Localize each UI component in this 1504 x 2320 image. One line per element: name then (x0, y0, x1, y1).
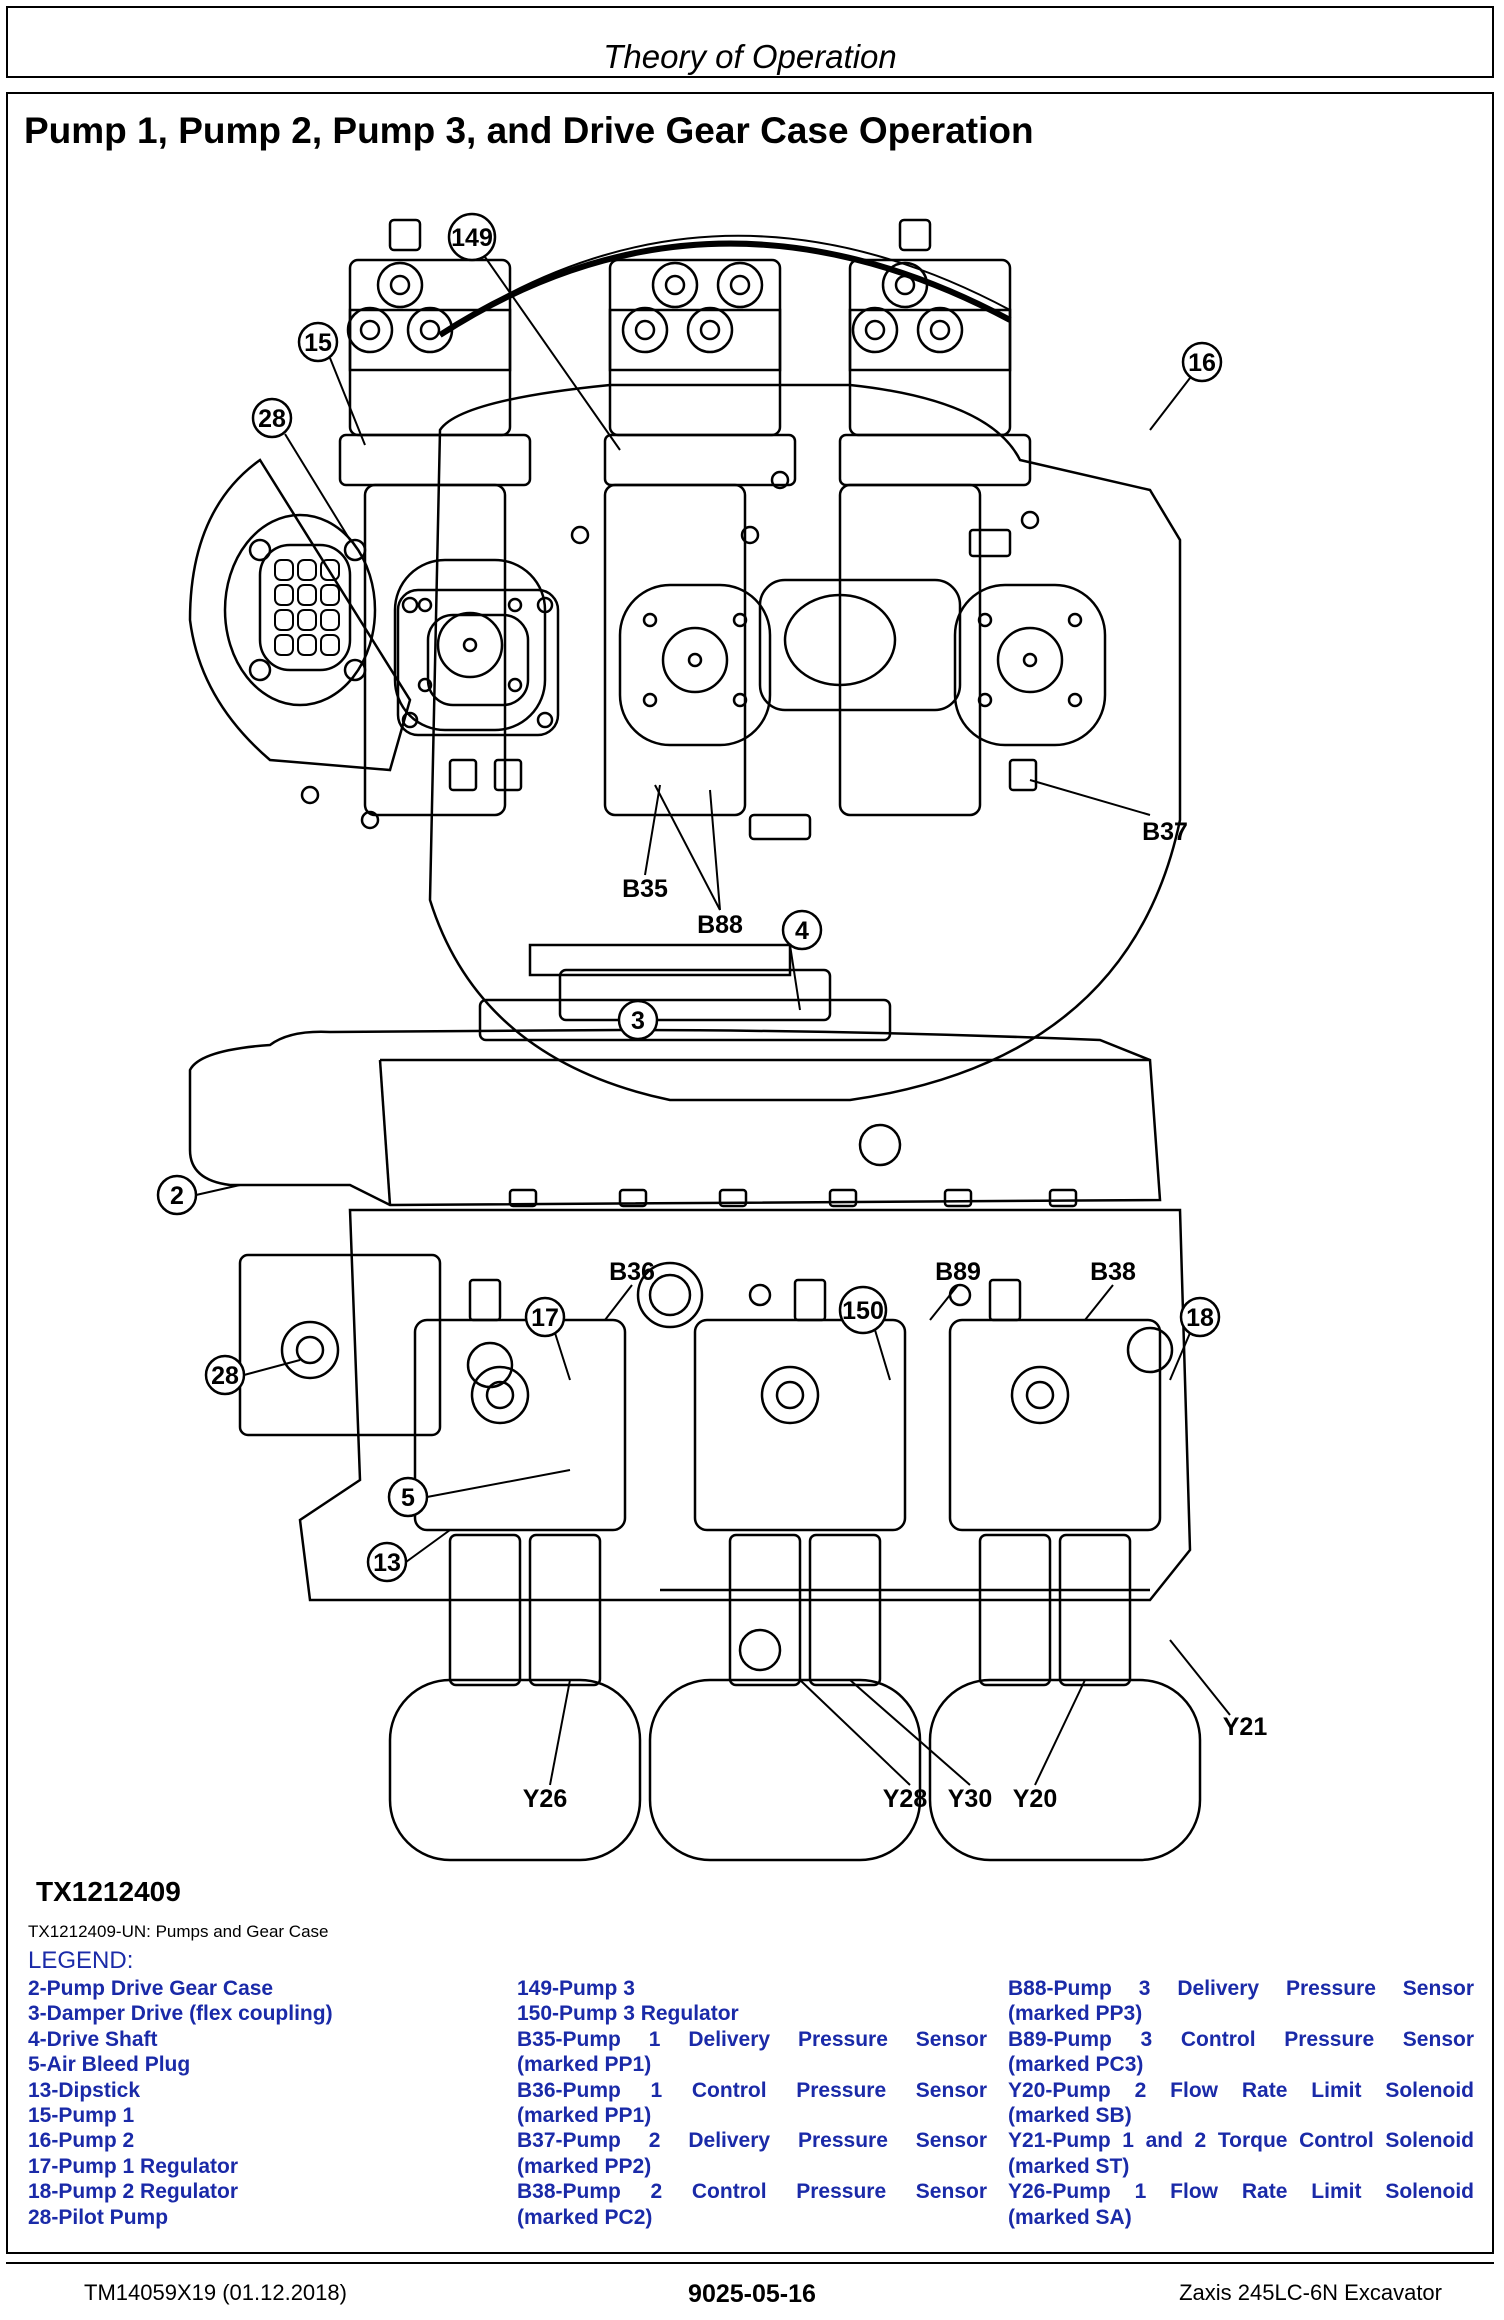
callout-y30: Y30 (948, 1785, 992, 1813)
callout-y28: Y28 (883, 1785, 928, 1813)
callout-b89: B89 (935, 1258, 981, 1286)
callout-15: 15 (304, 329, 332, 357)
content-frame (6, 92, 1494, 2254)
footer-rule (6, 2262, 1494, 2264)
figure-id: TX1212409 (36, 1876, 181, 1907)
legend-title: LEGEND: (28, 1947, 134, 1974)
callout-y20: Y20 (1013, 1785, 1057, 1813)
callout-b37: B37 (1142, 818, 1188, 846)
header-box: Theory of Operation (6, 6, 1494, 78)
legend-item: B88-Pump 3 Delivery Pressure Sensor (1008, 1977, 1474, 2000)
callout-5: 5 (401, 1484, 415, 1512)
legend-item-marking: (marked PP1) (517, 2104, 652, 2128)
callout-150: 150 (842, 1297, 884, 1325)
footer-doc-id: TM14059X19 (01.12.2018) (84, 2280, 347, 2305)
figure-caption: TX1212409-UN: Pumps and Gear Case (28, 1922, 329, 1941)
legend-item: 18-Pump 2 Regulator (28, 2180, 239, 2204)
legend-item-marking: (marked PP3) (1008, 2002, 1143, 2026)
legend-item: Y26-Pump 1 Flow Rate Limit Solenoid (1008, 2180, 1474, 2204)
legend-item: Y20-Pump 2 Flow Rate Limit Solenoid (1008, 2078, 1474, 2102)
callout-16: 16 (1188, 349, 1216, 377)
footer-page-number: 9025-05-16 (688, 2280, 816, 2308)
callout-b88: B88 (697, 911, 743, 939)
legend-item-marking: (marked ST) (1008, 2154, 1130, 2178)
legend-item: B89-Pump 3 Control Pressure Sensor (1008, 2027, 1474, 2051)
callout-3: 3 (631, 1007, 645, 1035)
legend-item: B38-Pump 2 Control Pressure Sensor (517, 2180, 987, 2204)
top-view-drawing (188, 218, 1182, 1102)
legend-item: 16-Pump 2 (28, 2129, 135, 2153)
legend-item: Y21-Pump 1 and 2 Torque Control Solenoid (1008, 2129, 1474, 2153)
callout-y21: Y21 (1223, 1713, 1268, 1741)
legend-item-marking: (marked PC2) (517, 2205, 653, 2229)
pump-assembly-illustration: 149 15 16 28 B37 B35 B88 4 (156, 212, 1268, 1862)
callout-28-top: 28 (258, 405, 286, 433)
legend-item: 5-Air Bleed Plug (28, 2053, 191, 2077)
header-title: Theory of Operation (603, 38, 897, 75)
legend-item-marking: (marked PP2) (517, 2154, 652, 2178)
legend-item: 17-Pump 1 Regulator (28, 2154, 239, 2178)
callout-149: 149 (451, 224, 493, 252)
callout-18: 18 (1186, 1304, 1214, 1332)
callout-4: 4 (795, 917, 809, 945)
legend-item: 28-Pilot Pump (28, 2205, 169, 2229)
bottom-view-drawing (188, 943, 1202, 1862)
legend-column-3: B88-Pump 3 Delivery Pressure Sensor (mar… (1008, 1976, 1474, 2230)
legend-item: B37-Pump 2 Delivery Pressure Sensor (517, 2129, 987, 2153)
legend-item-marking: (marked SA) (1008, 2205, 1132, 2229)
legend-item: 15-Pump 1 (28, 2104, 135, 2128)
legend-item: 13-Dipstick (28, 2078, 141, 2102)
legend-item: 2-Pump Drive Gear Case (28, 1977, 274, 2000)
callout-2: 2 (170, 1182, 184, 1210)
legend-item: B35-Pump 1 Delivery Pressure Sensor (517, 2027, 987, 2051)
legend-item: B36-Pump 1 Control Pressure Sensor (517, 2078, 987, 2102)
legend-item-marking: (marked PC3) (1008, 2053, 1144, 2077)
callout-b35: B35 (622, 875, 668, 903)
callout-b38: B38 (1090, 1258, 1136, 1286)
callout-y26: Y26 (523, 1785, 567, 1813)
legend-column-2: 149-Pump 3 150-Pump 3 Regulator B35-Pump… (517, 1976, 987, 2230)
callout-13: 13 (373, 1549, 401, 1577)
legend-item-marking: (marked PP1) (517, 2053, 652, 2077)
page-title: Pump 1, Pump 2, Pump 3, and Drive Gear C… (24, 110, 1034, 151)
callout-28-bottom: 28 (211, 1362, 239, 1390)
legend-item-marking: (marked SB) (1008, 2104, 1132, 2128)
legend-column-1: 2-Pump Drive Gear Case 3-Damper Drive (f… (28, 1976, 448, 2230)
callout-b36: B36 (609, 1258, 655, 1286)
footer-model: Zaxis 245LC-6N Excavator (1179, 2280, 1442, 2305)
legend-item: 4-Drive Shaft (28, 2027, 158, 2051)
legend-item: 150-Pump 3 Regulator (517, 2002, 739, 2026)
legend-item: 3-Damper Drive (flex coupling) (28, 2002, 333, 2026)
callout-17: 17 (531, 1304, 559, 1332)
legend-item: 149-Pump 3 (517, 1977, 635, 2000)
